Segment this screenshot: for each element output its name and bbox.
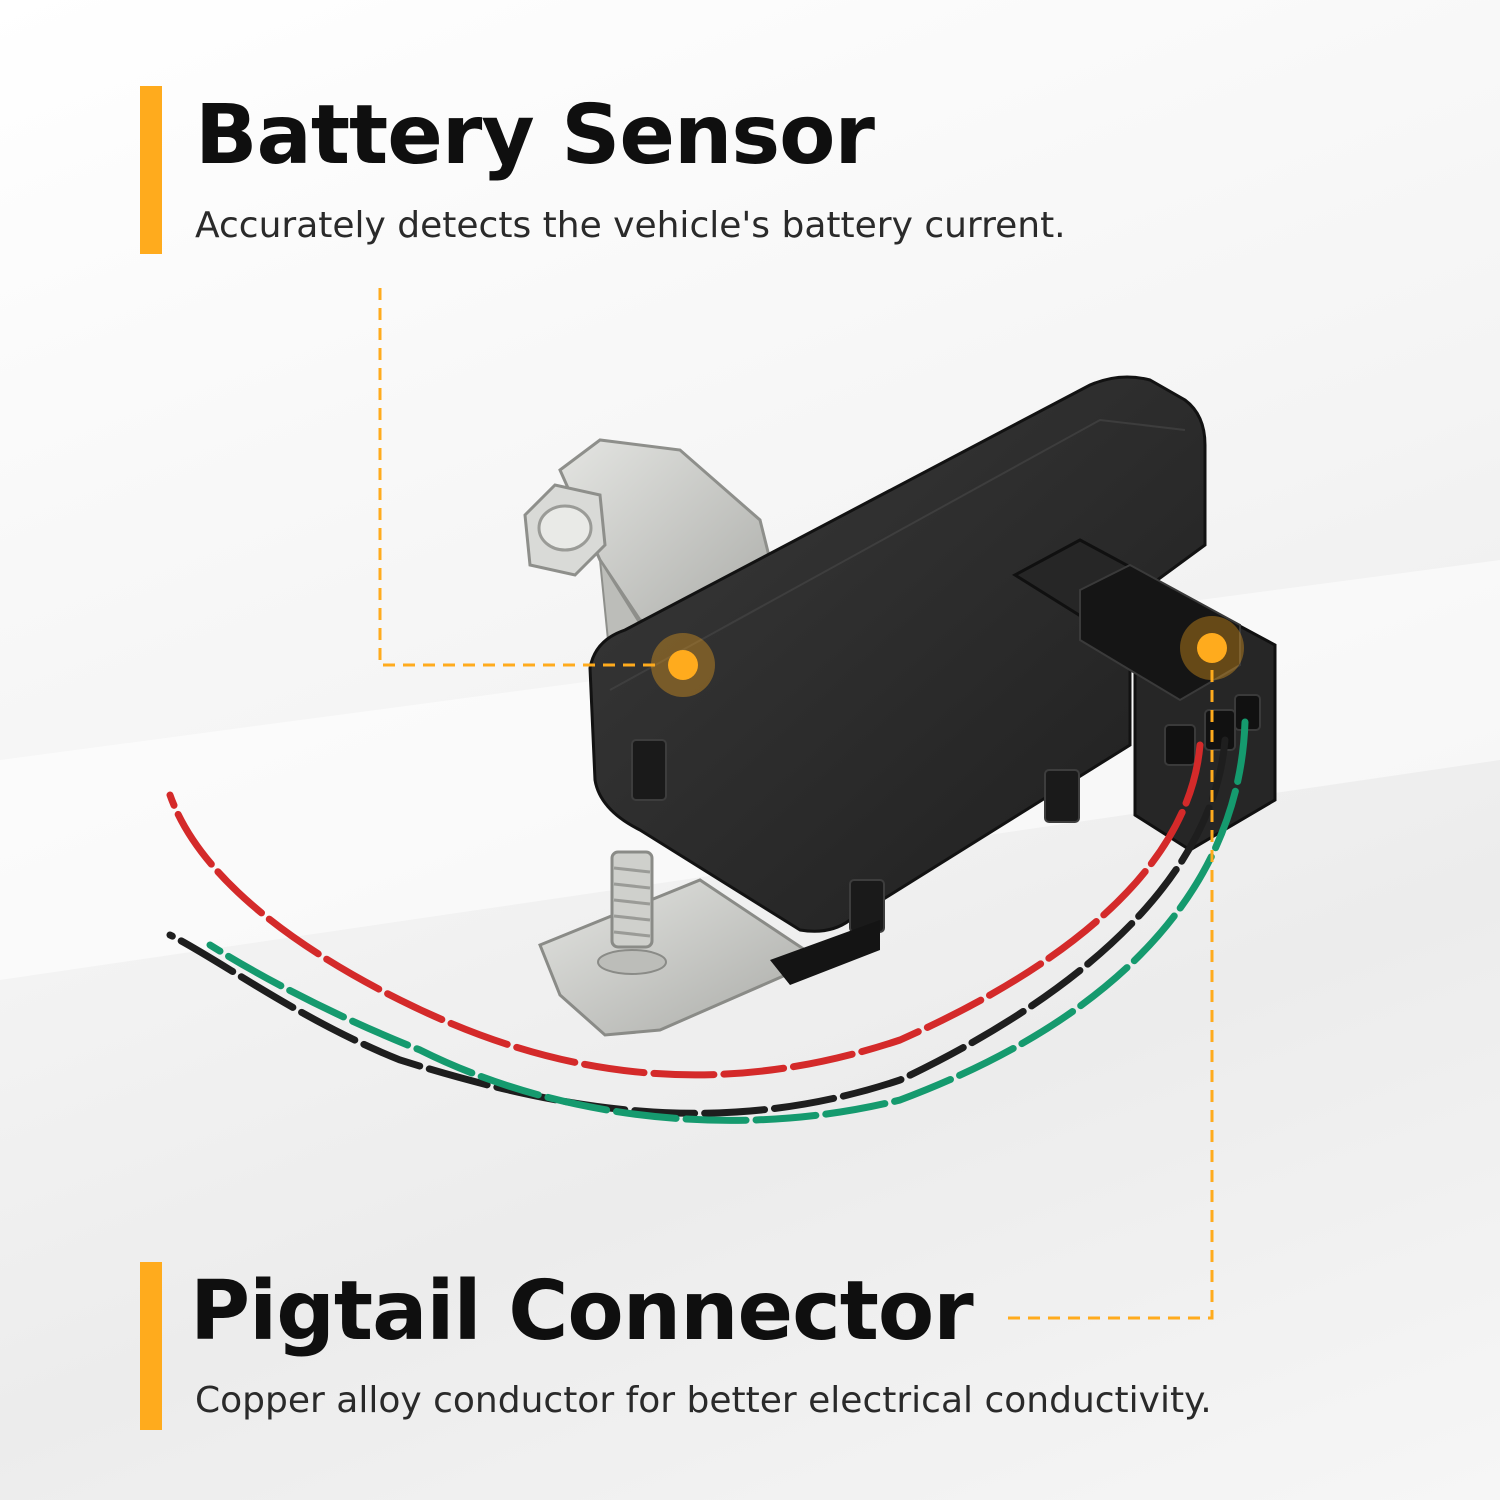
mounting-bracket-stud [538,850,824,1037]
red-wire [166,741,1204,1079]
black-wire [166,736,1229,1117]
accent-bar [140,1262,162,1430]
pigtail-connector-description: Copper alloy conductor for better electr… [195,1380,1212,1421]
pigtail-connector-leader-line [1005,650,1214,1320]
callout-leader-lines [378,288,1214,1320]
pigtail-connector-title: Pigtail Connector [190,1264,974,1359]
green-wire [206,718,1249,1124]
sensor-housing [588,375,1207,985]
connector-block [1012,538,1277,852]
hotspot-dot-icon [1180,616,1244,680]
accent-bar [140,86,162,254]
battery-sensor-leader-line [378,288,660,667]
battery-sensor-title: Battery Sensor [195,88,875,183]
pigtail-wires [166,718,1249,1124]
battery-sensor-description: Accurately detects the vehicle's battery… [195,205,1066,246]
hotspot-dot-icon [651,633,715,697]
